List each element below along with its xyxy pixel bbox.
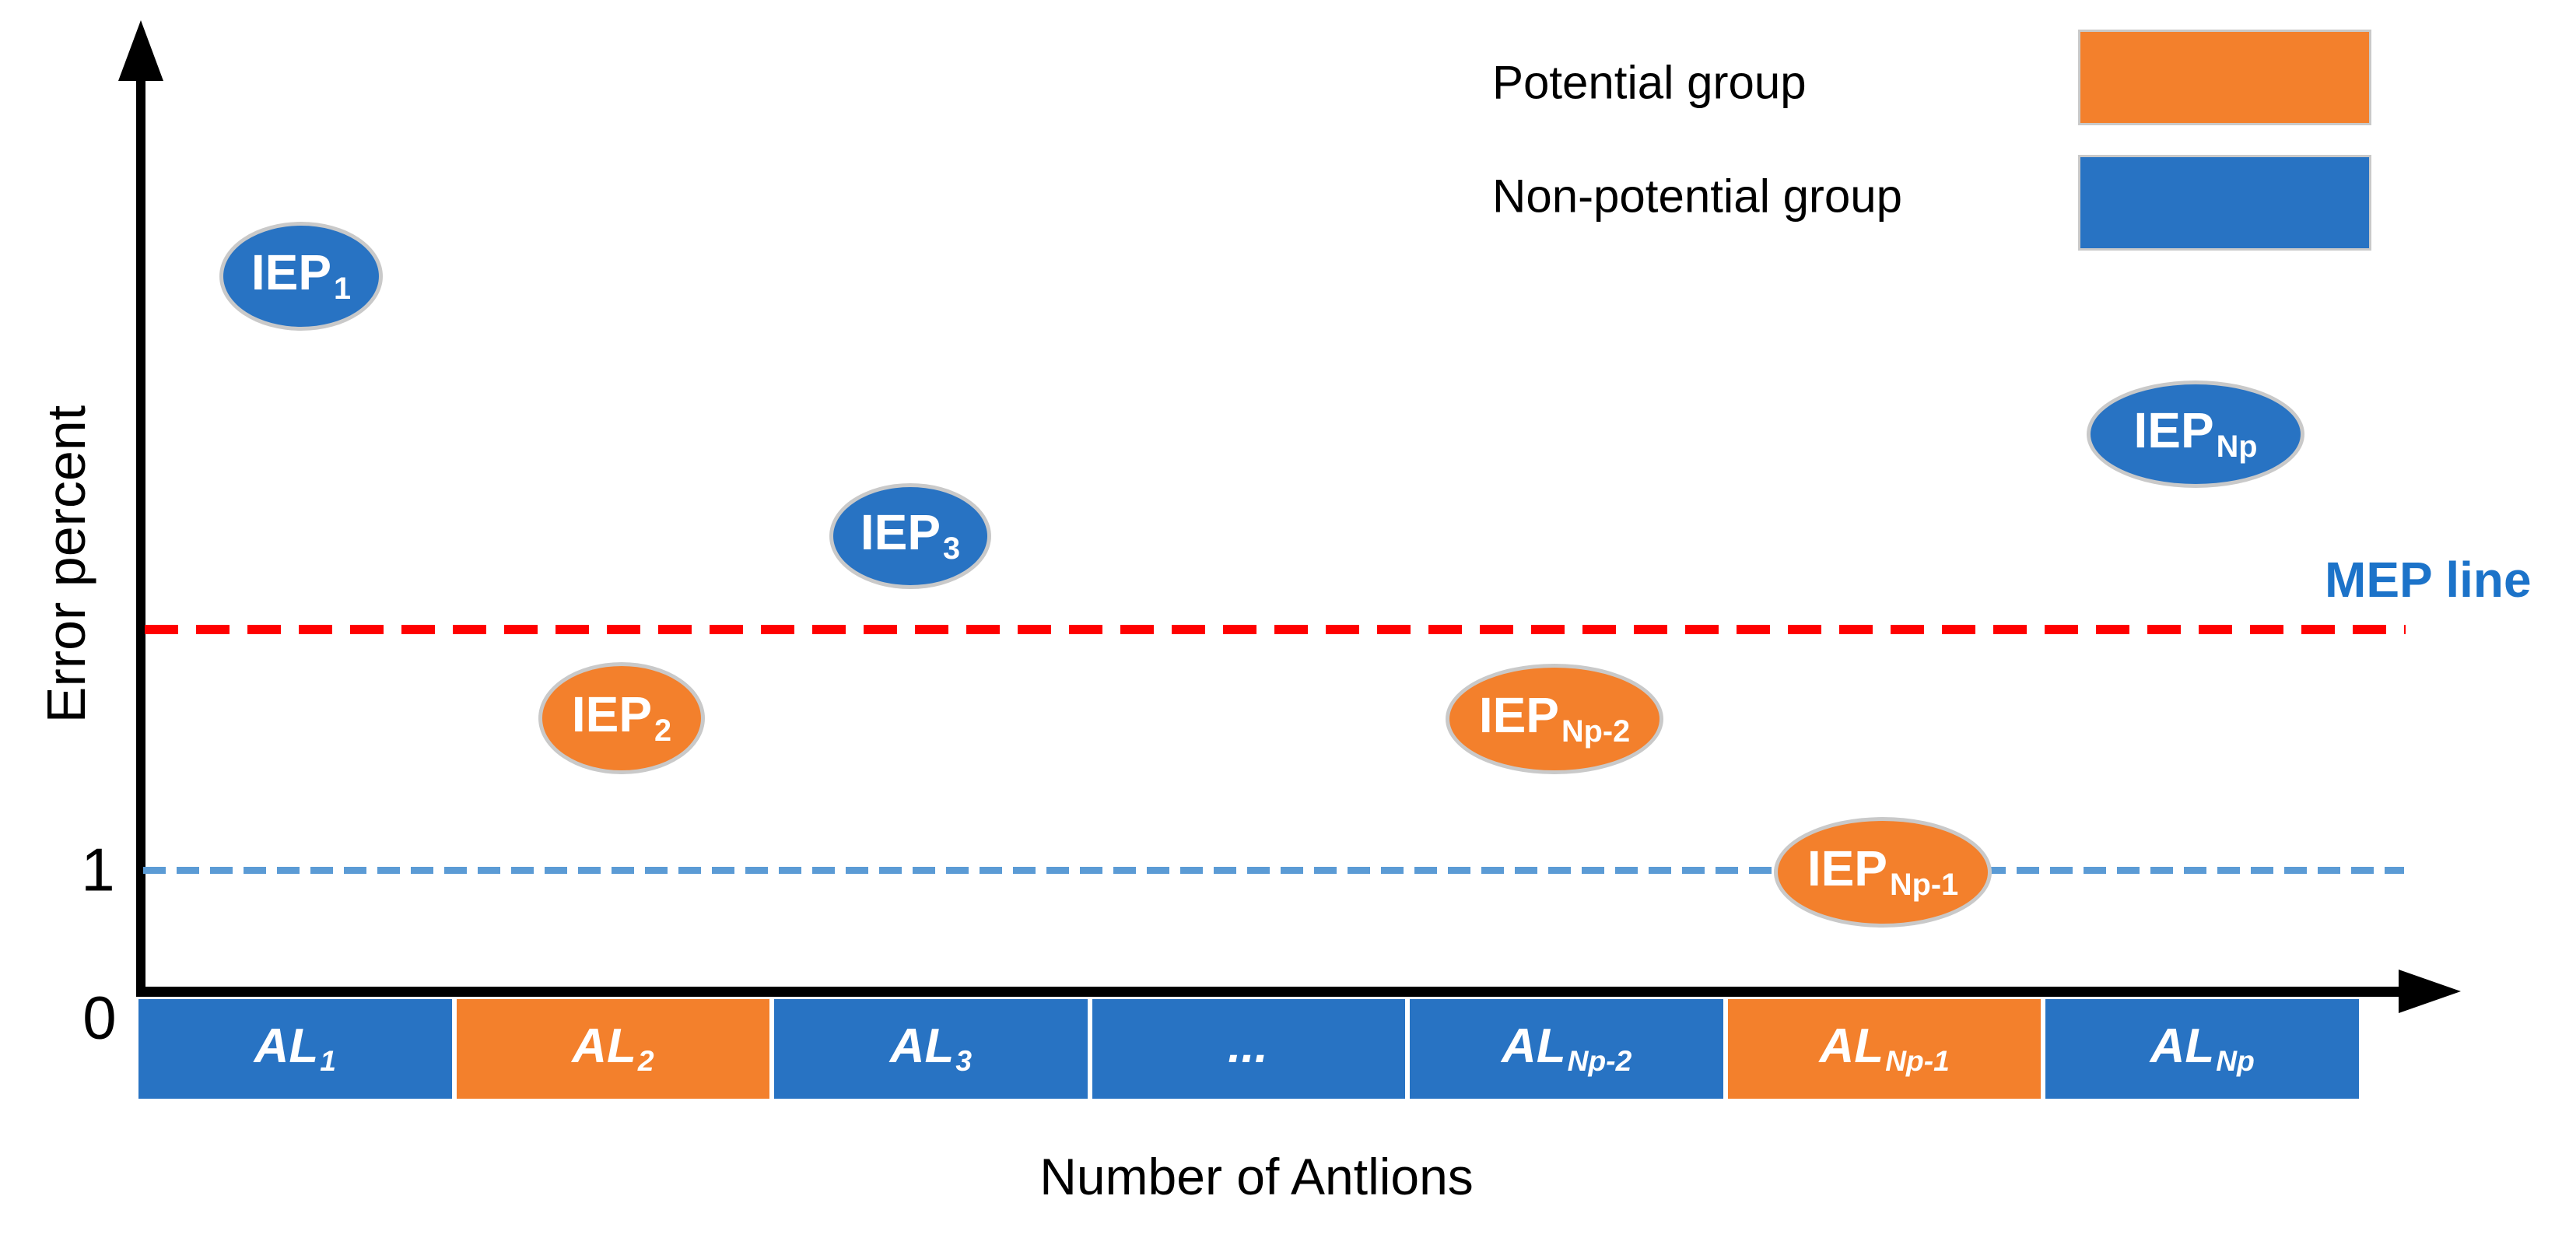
- unit-dashed-line: [143, 867, 2404, 874]
- iep-ellipse-3: IEP3: [829, 483, 991, 589]
- legend-label-non-potential: Non-potential group: [1492, 170, 1903, 223]
- legend-swatch-potential: [2078, 30, 2371, 125]
- al-box-ellipsis-label: ...: [1228, 1019, 1268, 1073]
- al-box-np-2-label: ALNp-2: [1501, 1019, 1632, 1077]
- al-box-2-label: AL2: [572, 1019, 654, 1077]
- iep-ellipse-np: IEPNp: [2087, 381, 2304, 488]
- y-axis-line: [136, 74, 145, 992]
- y-tick-1: 1: [81, 835, 115, 904]
- x-axis-arrowhead-icon: [2399, 970, 2461, 1013]
- al-box-1: AL1: [138, 999, 452, 1099]
- al-box-3: AL3: [774, 999, 1088, 1099]
- legend-swatch-non-potential: [2078, 155, 2371, 251]
- iep-ellipse-np-1-label: IEPNp-1: [1807, 840, 1959, 903]
- y-axis-arrowhead-icon: [118, 20, 163, 81]
- y-axis-title: Error percent: [36, 405, 96, 724]
- iep-ellipse-np-label: IEPNp: [2133, 402, 2258, 465]
- iep-ellipse-2-label: IEP2: [571, 686, 672, 749]
- iep-ellipse-np-1: IEPNp-1: [1774, 817, 1992, 928]
- mep-dashed-line: [145, 625, 2406, 634]
- mep-line-label: MEP line: [2325, 552, 2532, 608]
- iep-ellipse-1-label: IEP1: [251, 244, 352, 307]
- al-box-1-label: AL1: [254, 1019, 336, 1077]
- iep-ellipse-np-2-label: IEPNp-2: [1478, 687, 1631, 749]
- iep-ellipse-2: IEP2: [538, 662, 705, 774]
- x-axis-line: [136, 987, 2402, 997]
- al-box-np-label: ALNp: [2150, 1019, 2255, 1077]
- y-tick-0: 0: [82, 983, 117, 1052]
- iep-ellipse-1: IEP1: [219, 222, 383, 331]
- iep-ellipse-3-label: IEP3: [860, 504, 961, 566]
- antlion-axis-row: AL1 AL2 AL3 ... ALNp-2 ALNp-1 ALNp: [138, 999, 2360, 1099]
- al-box-ellipsis: ...: [1092, 999, 1406, 1099]
- al-box-np-2: ALNp-2: [1410, 999, 1723, 1099]
- x-axis-title: Number of Antlions: [1039, 1148, 1474, 1205]
- al-box-np: ALNp: [2045, 999, 2360, 1099]
- iep-ellipse-np-2: IEPNp-2: [1446, 664, 1663, 774]
- al-box-np-1-label: ALNp-1: [1819, 1019, 1950, 1077]
- legend-label-potential: Potential group: [1492, 56, 1807, 109]
- al-box-np-1: ALNp-1: [1727, 999, 2042, 1099]
- al-box-3-label: AL3: [889, 1019, 973, 1077]
- al-box-2: AL2: [456, 999, 770, 1099]
